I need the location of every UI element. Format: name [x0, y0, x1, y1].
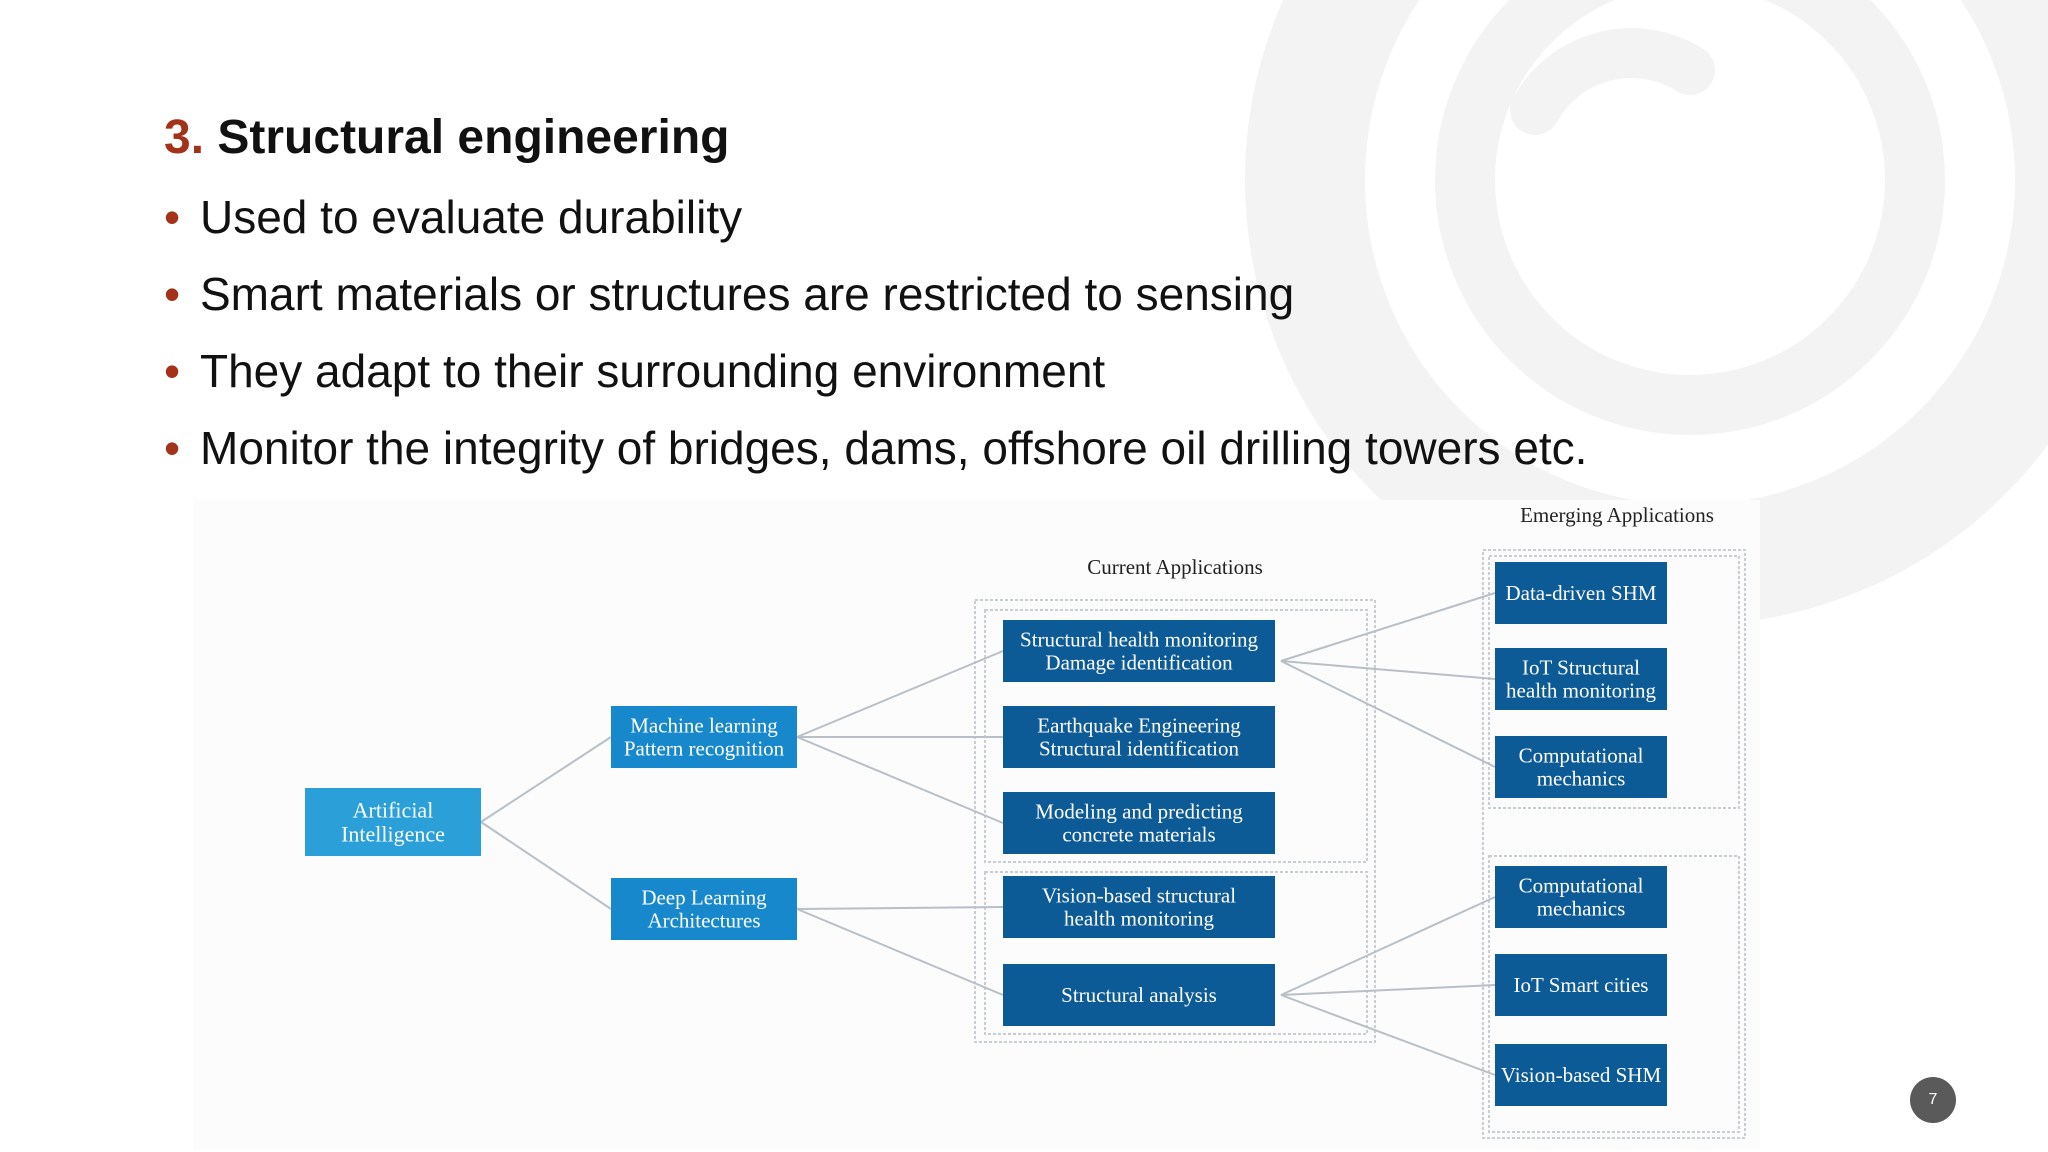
box-label: mechanics: [1537, 767, 1626, 791]
emerging-applications-group: [1482, 549, 1746, 1139]
box-label: Damage identification: [1045, 651, 1233, 675]
box-label: Machine learning: [630, 714, 778, 738]
bullet-item: • Smart materials or structures are restr…: [164, 266, 1664, 322]
bullet-item: • Monitor the integrity of bridges, dams,…: [164, 420, 1664, 476]
box-label: Structural health monitoring: [1020, 628, 1258, 652]
box-label: health monitoring: [1064, 907, 1214, 931]
bullet-item: • They adapt to their surrounding environ…: [164, 343, 1664, 399]
connector-line: [1280, 984, 1496, 996]
box-label: Vision-based SHM: [1501, 1063, 1662, 1087]
slide-content: 3. Structural engineering • Used to evalu…: [164, 108, 1664, 476]
box-label: Structural identification: [1039, 737, 1240, 761]
emerging-application-node: Vision-based SHM: [1495, 1044, 1667, 1106]
bullet-icon: •: [164, 191, 181, 243]
emerging-application-node: IoT Smart cities: [1495, 954, 1667, 1016]
bullet-text: Smart materials or structures are restri…: [200, 268, 1295, 320]
box-label: IoT Structural: [1522, 656, 1640, 680]
emerging-upper-subgroup: [1488, 555, 1740, 809]
current-applications-group: [974, 599, 1376, 1043]
box-label: Pattern recognition: [624, 737, 785, 761]
box-label: Architectures: [647, 909, 760, 933]
connector-line: [796, 736, 1004, 824]
bullet-text: Monitor the integrity of bridges, dams, …: [200, 422, 1588, 474]
slide-title: 3. Structural engineering: [164, 108, 1664, 168]
emerging-lower-subgroup: [1488, 855, 1740, 1133]
bullet-icon: •: [164, 422, 181, 474]
box-label: Modeling and predicting: [1035, 800, 1243, 824]
emerging-applications-header: Emerging Applications: [1520, 503, 1714, 527]
box-label: Deep Learning: [641, 886, 767, 910]
current-dl-subgroup: [984, 871, 1368, 1035]
box-label: mechanics: [1537, 897, 1626, 921]
connector-line: [796, 908, 1004, 996]
box-label: Structural analysis: [1061, 983, 1217, 1007]
box-label: Artificial: [353, 798, 434, 823]
box-label: concrete materials: [1062, 823, 1215, 847]
box-label: Computational: [1519, 744, 1644, 768]
box-label: Intelligence: [341, 822, 445, 847]
connector-line: [1280, 592, 1496, 662]
connector-line: [480, 821, 612, 910]
title-text: Structural engineering: [217, 111, 730, 164]
current-applications-header: Current Applications: [1087, 555, 1263, 579]
box-label: Data-driven SHM: [1505, 581, 1656, 605]
bullet-icon: •: [164, 345, 181, 397]
title-number: 3.: [164, 111, 205, 164]
connector-line: [1280, 896, 1496, 996]
connector-line: [480, 736, 612, 823]
ai-applications-diagram: Current Applications Emerging Application…: [193, 500, 1760, 1150]
bullet-icon: •: [164, 268, 181, 320]
bullet-text: Used to evaluate durability: [200, 191, 743, 243]
box-label: Vision-based structural: [1042, 884, 1236, 908]
connector-line: [1280, 660, 1496, 680]
box-label: Earthquake Engineering: [1037, 714, 1241, 738]
bullet-item: • Used to evaluate durability: [164, 189, 1664, 245]
box-label: Computational: [1519, 874, 1644, 898]
connector-line: [796, 906, 1004, 910]
current-application-node: Structural analysis: [1003, 964, 1275, 1026]
connector-line: [796, 650, 1004, 738]
connector-line: [1280, 994, 1496, 1076]
bullet-text: They adapt to their surrounding environm…: [200, 345, 1106, 397]
page-number-badge: 7: [1910, 1077, 1956, 1123]
emerging-application-node: Data-driven SHM: [1495, 562, 1667, 624]
box-label: IoT Smart cities: [1514, 973, 1649, 997]
box-label: health monitoring: [1506, 679, 1656, 703]
connector-line: [1280, 660, 1496, 768]
